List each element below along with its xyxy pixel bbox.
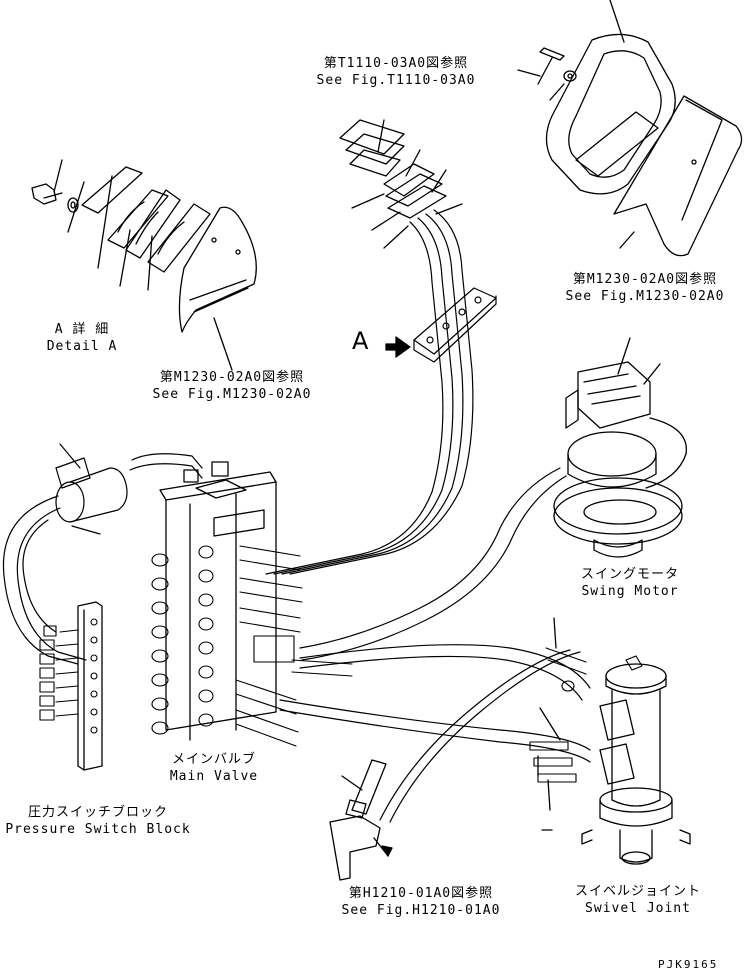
hose-lines	[279, 467, 591, 823]
ref-m1230-right-jp: 第M1230-02A0図参照	[572, 272, 718, 287]
ref-h1210-en: See Fig.H1210-01A0	[341, 903, 501, 918]
arrow-a-marker	[385, 336, 411, 358]
ref-h1210-jp: 第H1210-01A0図参照	[348, 886, 494, 901]
bolt-and-bracket	[329, 759, 393, 881]
drawing-code: PJK9165	[658, 958, 719, 971]
return-pipe-loop	[2, 443, 203, 665]
ref-t1110-en: See Fig.T1110-03A0	[316, 73, 476, 88]
main-valve-drawing	[151, 461, 353, 747]
hydraulic-pipes	[265, 209, 497, 575]
main-valve-jp: メインバルブ	[171, 752, 257, 767]
swing-motor-drawing	[553, 337, 687, 558]
main-valve-en: Main Valve	[169, 769, 259, 784]
ref-m1230-left-jp: 第M1230-02A0図参照	[159, 370, 305, 385]
ref-m1230-left-en: See Fig.M1230-02A0	[152, 387, 312, 402]
pressure-switch-block	[39, 601, 103, 771]
detail-a-en: Detail A	[46, 339, 118, 354]
ref-t1110-jp: 第T1110-03A0図参照	[323, 56, 469, 71]
detail-a-jp: A 詳 細	[54, 322, 110, 337]
swivel-joint-jp: スイベルジョイント	[574, 884, 702, 899]
pressure-switch-en: Pressure Switch Block	[5, 822, 191, 837]
connector-fittings	[339, 119, 463, 249]
swivel-joint-drawing	[529, 617, 691, 865]
swivel-joint-en: Swivel Joint	[585, 901, 691, 916]
swing-motor-en: Swing Motor	[581, 584, 679, 599]
arrow-a-label: A	[352, 327, 369, 355]
detail-a-clamp-assembly	[31, 159, 257, 371]
guard-cover-assembly	[517, 0, 743, 257]
swing-motor-jp: スイングモータ	[580, 567, 680, 582]
pressure-switch-jp: 圧力スイッチブロック	[27, 805, 169, 820]
ref-m1230-right-en: See Fig.M1230-02A0	[565, 289, 725, 304]
